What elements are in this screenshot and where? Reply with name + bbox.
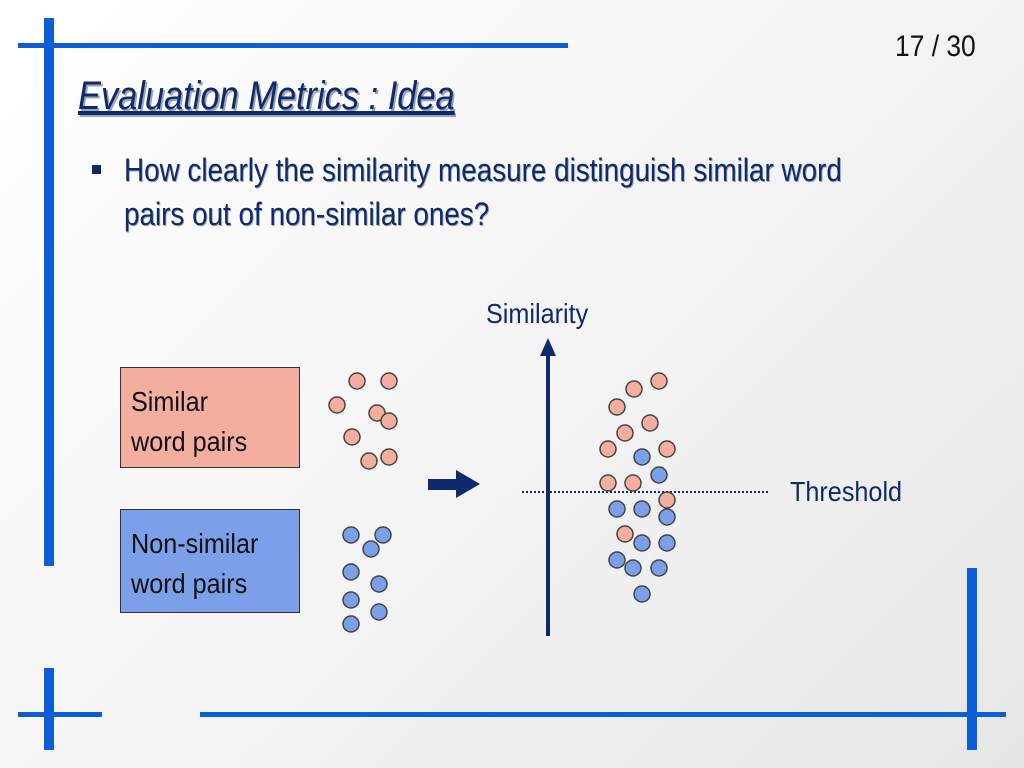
nonsimilar-pairs-label-line1: Non-similar xyxy=(131,528,259,559)
similar-dot xyxy=(625,380,643,398)
frame-line-left-vertical xyxy=(44,18,54,566)
similar-dot xyxy=(380,448,398,466)
nonsimilar-dot xyxy=(342,526,360,544)
nonsimilar-dot xyxy=(633,534,651,552)
nonsimilar-dot xyxy=(362,540,380,558)
nonsimilar-dot xyxy=(624,559,642,577)
nonsimilar-pairs-box: Non-similar word pairs xyxy=(120,509,300,613)
nonsimilar-dot xyxy=(658,534,676,552)
similar-dot xyxy=(608,398,626,416)
similar-dot xyxy=(599,474,617,492)
nonsimilar-dot xyxy=(342,591,360,609)
nonsimilar-pairs-label-line2: word pairs xyxy=(131,568,248,599)
nonsimilar-dot xyxy=(650,466,668,484)
similar-pairs-label-line2: word pairs xyxy=(131,426,248,457)
nonsimilar-dot xyxy=(633,585,651,603)
nonsimilar-dot xyxy=(608,551,626,569)
similar-dot xyxy=(343,428,361,446)
frame-line-bottom xyxy=(200,712,1006,717)
transform-arrow-shaft xyxy=(428,479,458,490)
input-similar-dots xyxy=(328,372,398,470)
page-number: 17 / 30 xyxy=(895,30,976,63)
bullet-square-icon xyxy=(92,165,101,174)
nonsimilar-dot xyxy=(633,448,651,466)
similar-dot xyxy=(368,404,386,422)
nonsimilar-dot xyxy=(370,603,388,621)
frame-line-top xyxy=(18,43,568,48)
nonsimilar-dot xyxy=(342,615,360,633)
nonsimilar-dot xyxy=(608,500,626,518)
input-nonsimilar-dots xyxy=(342,526,392,633)
similar-dot xyxy=(380,412,398,430)
nonsimilar-dot xyxy=(374,526,392,544)
output-similar-dots xyxy=(599,372,676,543)
similar-dot xyxy=(616,424,634,442)
frame-line-bottom-left-vertical xyxy=(44,668,54,750)
similarity-axis-arrowhead-icon xyxy=(540,338,556,356)
similar-pairs-label-line1: Similar xyxy=(131,386,209,417)
similar-pairs-box: Similar word pairs xyxy=(120,367,300,468)
similarity-axis-label: Similarity xyxy=(486,298,589,329)
similar-dot xyxy=(650,372,668,390)
similar-dot xyxy=(380,372,398,390)
nonsimilar-dot xyxy=(342,563,360,581)
similar-dot xyxy=(641,414,659,432)
similar-dot xyxy=(624,474,642,492)
frame-line-bottom-left-horizontal xyxy=(18,712,102,717)
nonsimilar-dot xyxy=(633,500,651,518)
similar-dot xyxy=(658,440,676,458)
nonsimilar-dot xyxy=(650,559,668,577)
similar-dot xyxy=(328,396,346,414)
bullet-text: How clearly the similarity measure disti… xyxy=(124,152,842,232)
similar-dot xyxy=(599,440,617,458)
similar-dot xyxy=(616,525,634,543)
threshold-label: Threshold xyxy=(790,476,903,507)
transform-arrow-icon xyxy=(456,470,480,498)
similar-dot xyxy=(658,491,676,509)
nonsimilar-dot xyxy=(370,575,388,593)
similar-dot xyxy=(348,372,366,390)
nonsimilar-dot xyxy=(658,508,676,526)
slide-title: Evaluation Metrics : Idea xyxy=(78,74,455,118)
similar-dot xyxy=(360,452,378,470)
frame-line-right-vertical xyxy=(967,568,977,750)
output-nonsimilar-dots xyxy=(608,448,676,603)
